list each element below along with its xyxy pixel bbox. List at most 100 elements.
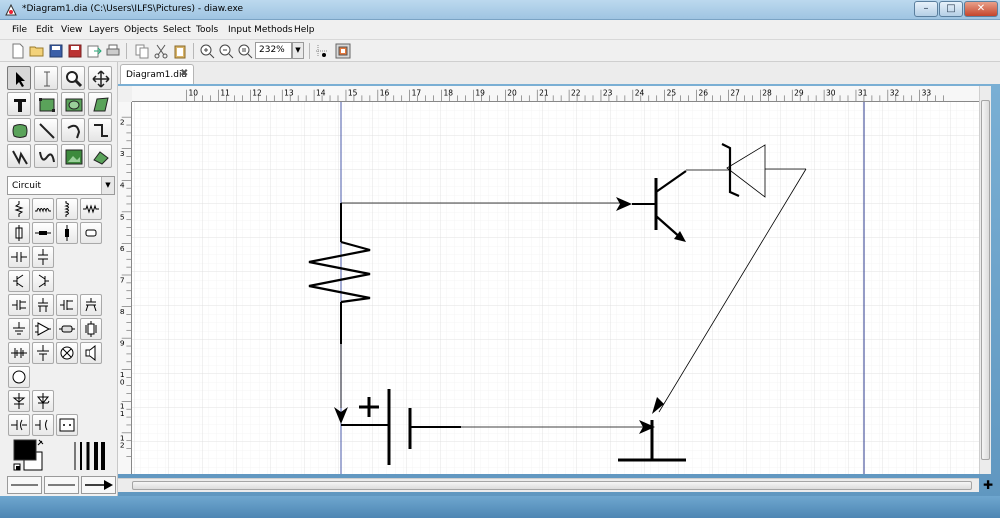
menu-input-methods[interactable]: Input Methods [228,25,293,35]
arc-tool[interactable] [61,118,85,142]
shape-capacitor-vertical[interactable] [32,246,54,268]
zoom-fit-icon[interactable] [237,43,253,59]
shape-ground[interactable] [8,318,30,340]
shape-connector-left[interactable] [8,414,30,436]
start-arrow-selector[interactable] [7,476,42,494]
shape-lamp[interactable] [56,342,78,364]
text-tool[interactable] [7,92,31,116]
line-style-selector[interactable] [44,476,79,494]
mosfet-p-icon [85,298,97,312]
maximize-button[interactable]: □ [939,1,963,17]
fg-bg-color-icon[interactable] [12,438,46,474]
transistor-npn-icon [13,274,24,288]
open-file-icon[interactable] [29,43,45,59]
menu-objects[interactable]: Objects [124,25,159,35]
outline-tool[interactable] [88,144,112,168]
end-arrow-selector[interactable] [81,476,116,494]
beziergon-tool[interactable] [7,118,31,142]
shape-capacitor-horizontal[interactable] [8,246,30,268]
vertical-scrollbar[interactable] [979,86,991,474]
export-icon[interactable] [86,43,102,59]
zoom-input[interactable]: 232% [255,42,292,59]
ground-symbol[interactable] [618,420,686,474]
shape-speaker[interactable] [80,342,102,364]
npn-transistor-symbol[interactable] [632,170,687,242]
menu-edit[interactable]: Edit [36,25,54,35]
menu-help[interactable]: Help [294,25,315,35]
diagram-canvas[interactable] [132,102,979,474]
shape-dotted-box[interactable] [56,414,78,436]
zoom-in-icon[interactable] [199,43,215,59]
zoom-dropdown-button[interactable]: ▼ [292,42,304,59]
save-as-icon[interactable] [67,43,83,59]
vertical-scroll-thumb[interactable] [981,100,990,460]
shape-resistor-vertical[interactable] [8,198,30,220]
cut-icon[interactable] [153,43,169,59]
shape-transistor-pnp[interactable] [32,270,54,292]
bezier-line-tool[interactable] [34,144,58,168]
shape-inductor[interactable] [32,198,54,220]
menu-file[interactable]: File [12,25,28,35]
shape-fuse-vertical[interactable] [8,222,30,244]
diode-symbol[interactable] [721,143,806,198]
wire-diagonal[interactable] [658,168,807,413]
shape-zener[interactable] [32,390,54,412]
tab-close-icon[interactable]: ✖ [180,68,189,79]
text-edit-tool[interactable] [34,66,58,90]
shape-connector-right[interactable] [32,414,54,436]
navigate-cross-icon[interactable]: ✚ [982,478,994,492]
diode-bridge-icon [12,393,26,409]
circuit-diagram[interactable] [132,102,979,474]
modify-tool[interactable] [7,66,31,90]
box-tool[interactable] [34,92,58,116]
menu-layers[interactable]: Layers [89,25,119,35]
polygon-tool[interactable] [88,92,112,116]
line-width-icon[interactable] [72,440,106,472]
shape-circle[interactable] [8,366,30,388]
shape-mosfet-n[interactable] [56,294,78,316]
snap-to-grid-icon[interactable] [314,43,330,59]
zoom-out-icon[interactable] [218,43,234,59]
shape-resistor-horizontal[interactable] [80,198,102,220]
shape-diode-horizontal[interactable] [8,342,30,364]
battery-symbol[interactable] [359,389,461,465]
shape-led-horizontal[interactable] [32,222,54,244]
shape-mosfet-p[interactable] [80,294,102,316]
shape-battery[interactable] [32,342,54,364]
menu-select[interactable]: Select [163,25,191,35]
object-snap-icon[interactable] [335,43,351,59]
zigzag-line-tool[interactable] [88,118,112,142]
new-file-icon[interactable] [10,43,26,59]
polyline-tool[interactable] [7,144,31,168]
shape-fuse-horizontal[interactable] [80,222,102,244]
shape-crystal[interactable] [80,318,102,340]
shape-jfet-n[interactable] [8,294,30,316]
scroll-tool[interactable] [88,66,112,90]
magnify-tool[interactable] [61,66,85,90]
shape-relay[interactable] [56,318,78,340]
ruler-label: 11 [220,88,230,97]
shape-opamp[interactable] [32,318,54,340]
menu-tools[interactable]: Tools [196,25,219,35]
minimize-button[interactable]: – [914,1,938,17]
horizontal-scroll-thumb[interactable] [132,481,972,490]
save-icon[interactable] [48,43,64,59]
print-icon[interactable] [105,43,121,59]
line-tool[interactable] [34,118,58,142]
resistor-symbol[interactable] [308,240,371,304]
paste-icon[interactable] [172,43,188,59]
shape-inductor-vertical[interactable] [56,198,78,220]
tab-diagram1[interactable]: Diagram1.dia ✖ [120,64,194,84]
menu-view[interactable]: View [61,25,83,35]
shape-led-vertical[interactable] [56,222,78,244]
copy-icon[interactable] [134,43,150,59]
shape-transistor-npn[interactable] [8,270,30,292]
ellipse-tool[interactable] [61,92,85,116]
horizontal-scrollbar[interactable] [118,478,979,492]
shape-jfet-p[interactable] [32,294,54,316]
title-bar: *Diagram1.dia (C:\Users\ILFS\Pictures) -… [0,0,1000,20]
close-button[interactable]: ✕ [964,1,998,17]
shape-diode-bridge[interactable] [8,390,30,412]
sheet-selector[interactable]: Circuit ▼ [7,176,115,195]
image-tool[interactable] [61,144,85,168]
